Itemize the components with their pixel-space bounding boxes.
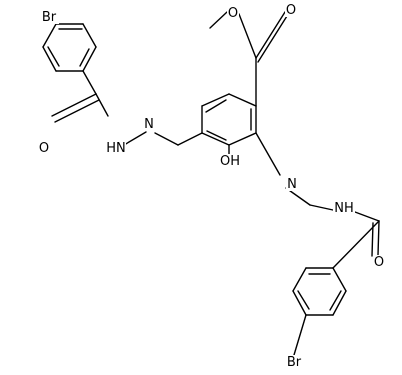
- bond-13: [123, 131, 147, 146]
- bond-42: [332, 290, 347, 316]
- atom-label-n1: N: [144, 117, 154, 132]
- bond-28: [238, 13, 257, 59]
- bond-17: [201, 93, 230, 107]
- bond-27: [257, 15, 288, 63]
- bond-14: [154, 132, 179, 146]
- bond-47: [293, 314, 307, 356]
- bond-45: [297, 290, 310, 310]
- atom-label-nh1: HN: [106, 141, 126, 156]
- atom-label-o-amide2: O: [374, 255, 384, 270]
- bond-35: [377, 220, 380, 256]
- bond-43: [332, 267, 347, 292]
- atom-o-ester: O: [227, 6, 239, 21]
- atom-label-o-amide1: O: [39, 141, 49, 156]
- atom-label-br2: Br: [287, 355, 302, 370]
- bond-26: [255, 11, 286, 59]
- atom-o-amide2: O: [373, 255, 385, 270]
- bond-29: [209, 11, 228, 29]
- atom-label-oh: OH: [220, 154, 240, 169]
- atom-o-amide1: O: [38, 141, 50, 156]
- bonds: [42, 11, 380, 356]
- atom-oh: OH: [219, 154, 241, 169]
- bond-20: [228, 132, 257, 146]
- atom-label-n2: N: [287, 177, 297, 192]
- atom-label-o-ester-carbonyl: O: [286, 3, 296, 18]
- atom-nh2: NH: [333, 201, 355, 216]
- bond-6: [47, 46, 60, 67]
- bond-15: [177, 132, 203, 146]
- atom-label-o-ester: O: [228, 6, 238, 21]
- bond-18: [228, 93, 257, 107]
- atom-o-ester-carbonyl: O: [285, 3, 297, 18]
- bond-46: [329, 290, 342, 311]
- atom-n1: N: [143, 117, 155, 132]
- bond-31: [255, 132, 281, 176]
- bond-10: [95, 93, 109, 117]
- bond-0: [42, 23, 57, 48]
- bond-4: [82, 23, 97, 48]
- bond-22: [205, 99, 227, 113]
- bond-40: [292, 290, 307, 316]
- bond-37: [332, 220, 380, 269]
- bond-24: [206, 130, 227, 141]
- bond-12: [54, 99, 100, 123]
- atom-br1: Br: [39, 10, 59, 25]
- bond-21: [201, 132, 230, 146]
- atom-n2: N: [286, 177, 298, 192]
- atom-label-nh2: NH: [334, 201, 354, 216]
- bond-1: [42, 46, 57, 72]
- bond-39: [292, 267, 307, 292]
- atom-br2: Br: [284, 355, 304, 370]
- bond-7: [79, 48, 90, 67]
- bond-9: [82, 70, 97, 95]
- bond-36: [371, 222, 374, 257]
- bond-3: [82, 46, 97, 72]
- atom-label-br1: Br: [42, 10, 57, 25]
- atom-nh1: HN: [106, 141, 126, 156]
- bond-11: [51, 93, 97, 117]
- bond-33: [309, 204, 334, 211]
- bond-34: [354, 211, 380, 222]
